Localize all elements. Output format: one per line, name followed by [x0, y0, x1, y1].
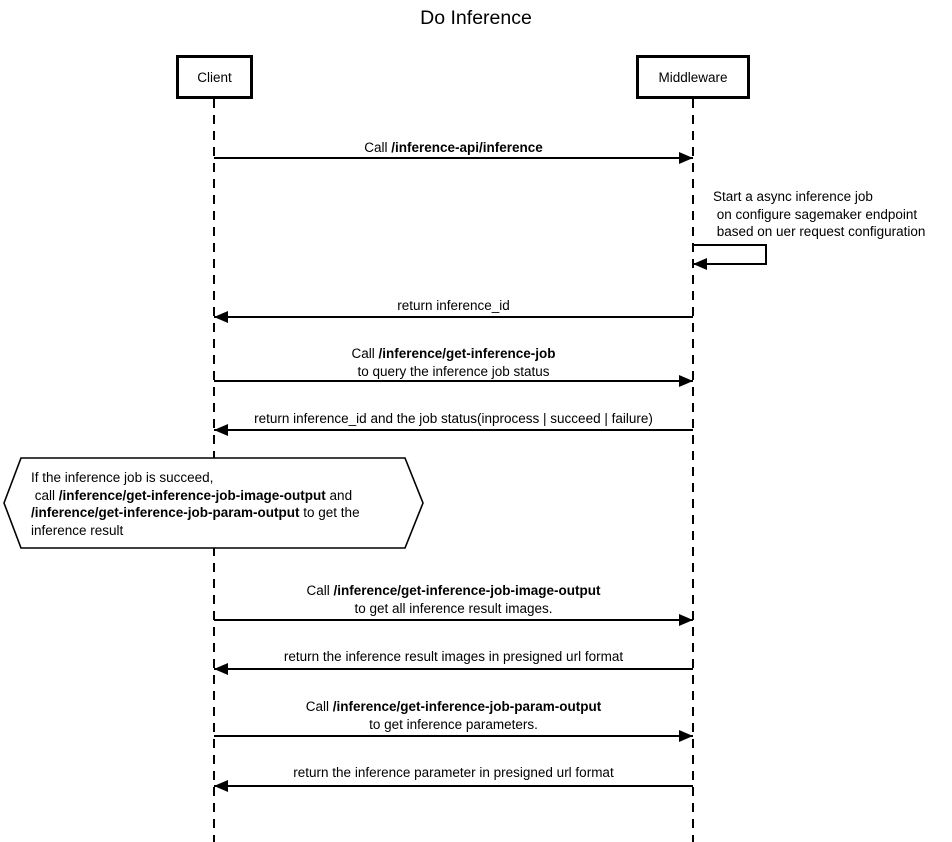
self-message-line-1: Start a async inference job [713, 189, 873, 204]
message-5-subtext: to get all inference result images. [354, 600, 553, 616]
message-arrow-line-2 [214, 316, 693, 318]
condition-note-shape [3, 457, 424, 549]
arrowhead-left-icon-6 [214, 663, 228, 675]
message-1-prefix: Call [364, 140, 392, 155]
message-3-subtext: to query the inference job status [357, 363, 550, 379]
message-arrow-line-3 [214, 380, 693, 382]
message-label-1: Call /inference-api/inference [214, 139, 693, 157]
note-line-3-suffix: to get the [299, 505, 360, 520]
message-7-prefix: Call [305, 699, 333, 714]
message-7-subtext: to get inference parameters. [369, 716, 538, 732]
participant-middleware[interactable]: Middleware [636, 55, 750, 99]
participant-middleware-label: Middleware [658, 69, 728, 85]
note-line-2-endpoint: /inference/get-inference-job-image-outpu… [58, 487, 326, 503]
note-line-2-suffix: and [325, 487, 353, 503]
message-arrow-line-8 [214, 785, 693, 787]
message-arrow-line-5 [214, 619, 693, 621]
arrowhead-left-icon-4 [214, 424, 228, 436]
message-4-text: return inference_id and the job status(i… [254, 411, 653, 426]
self-message-line-3: based on uer request configuration [713, 224, 926, 239]
arrowhead-right-icon-5 [679, 614, 693, 626]
message-arrow-line-7 [214, 735, 693, 737]
message-arrow-line-4 [214, 429, 693, 431]
arrowhead-right-icon-1 [679, 152, 693, 164]
self-message-label: Start a async inference job on configure… [713, 188, 952, 241]
message-label-6: return the inference result images in pr… [214, 648, 693, 666]
diagram-title: Do Inference [420, 7, 532, 29]
arrowhead-left-icon-2 [214, 311, 228, 323]
self-message-loop [693, 244, 767, 265]
arrowhead-right-icon-7 [679, 730, 693, 742]
arrowhead-right-icon-3 [679, 375, 693, 387]
arrowhead-left-icon-8 [214, 780, 228, 792]
message-3-prefix: Call [351, 346, 379, 361]
message-5-prefix: Call [306, 583, 334, 598]
note-line-1: If the inference job is succeed, [31, 470, 214, 485]
condition-note-text: If the inference job is succeed, call /i… [31, 469, 423, 539]
arrowhead-left-icon-self [693, 258, 707, 270]
participant-client-label: Client [197, 69, 232, 85]
message-3-endpoint: /inference/get-inference-job [378, 346, 556, 361]
message-8-text: return the inference parameter in presig… [293, 765, 614, 780]
message-label-5: Call /inference/get-inference-job-image-… [214, 582, 693, 617]
message-7-endpoint: /inference/get-inference-job-param-outpu… [332, 699, 602, 714]
note-line-3-endpoint: /inference/get-inference-job-param-outpu… [31, 505, 300, 520]
message-label-7: Call /inference/get-inference-job-param-… [214, 698, 693, 733]
message-label-4: return inference_id and the job status(i… [214, 410, 693, 428]
note-line-2-prefix: call [31, 487, 59, 503]
participant-client[interactable]: Client [176, 55, 253, 99]
message-2-text: return inference_id [397, 298, 510, 313]
message-label-2: return inference_id [214, 297, 693, 315]
message-label-3: Call /inference/get-inference-job to quer… [214, 345, 693, 380]
note-line-4: inference result [31, 522, 124, 538]
message-6-text: return the inference result images in pr… [283, 649, 624, 664]
message-arrow-line-1 [214, 157, 693, 159]
self-message-line-2: on configure sagemaker endpoint [713, 206, 918, 222]
message-1-endpoint: /inference-api/inference [391, 140, 543, 155]
message-arrow-line-6 [214, 668, 693, 670]
message-5-endpoint: /inference/get-inference-job-image-outpu… [333, 583, 601, 598]
lifeline-middleware [692, 99, 694, 842]
message-label-8: return the inference parameter in presig… [214, 764, 693, 782]
